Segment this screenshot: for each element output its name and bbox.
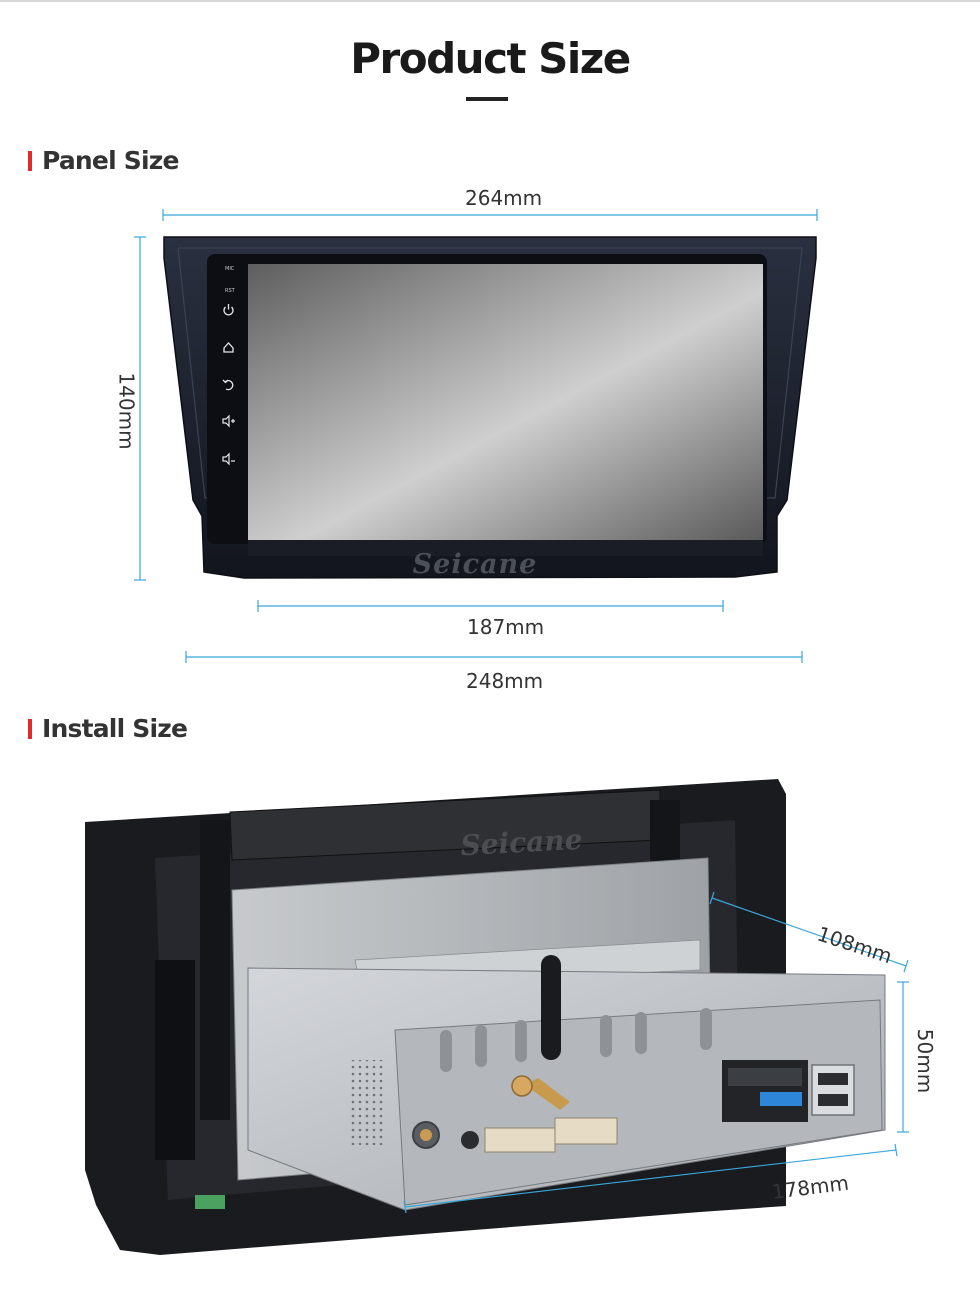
panel-size-heading: Panel Size: [28, 146, 179, 175]
antenna-icon: [511, 955, 570, 1110]
volume-up-icon[interactable]: [222, 414, 235, 428]
install-size-heading: Install Size: [28, 714, 188, 743]
top-rule: [0, 0, 980, 2]
panel-front-view: [163, 236, 817, 579]
back-icon[interactable]: [222, 379, 234, 391]
heading-accent-bar: [28, 718, 32, 739]
rear-logo: Seicane: [460, 823, 584, 862]
panel-width-bottom-label: 248mm: [466, 669, 544, 693]
page-title: Product Size: [350, 34, 631, 83]
volume-down-icon[interactable]: [222, 452, 235, 466]
rst-label: RST: [225, 288, 236, 294]
panel-screen: [248, 264, 763, 540]
screen-width-label: 187mm: [467, 615, 545, 639]
chassis-height-label: 50mm: [913, 1028, 938, 1094]
usb-port-icon[interactable]: [811, 1064, 855, 1116]
power-icon[interactable]: [223, 304, 234, 316]
panel-height-label: 140mm: [114, 372, 139, 450]
heading-accent-bar: [28, 150, 32, 171]
panel-size-heading-text: Panel Size: [42, 146, 179, 175]
home-icon[interactable]: [223, 342, 234, 353]
panel-logo: Seicane: [413, 549, 538, 580]
title-underline: [466, 97, 508, 101]
install-size-heading-text: Install Size: [42, 714, 188, 743]
chassis-rear-view: Seicane: [85, 779, 886, 1255]
install-dimension-lines: [403, 891, 909, 1214]
mic-label: MIC: [225, 266, 235, 272]
panel-dimension-lines: [134, 209, 818, 663]
panel-width-top-label: 264mm: [465, 186, 543, 210]
